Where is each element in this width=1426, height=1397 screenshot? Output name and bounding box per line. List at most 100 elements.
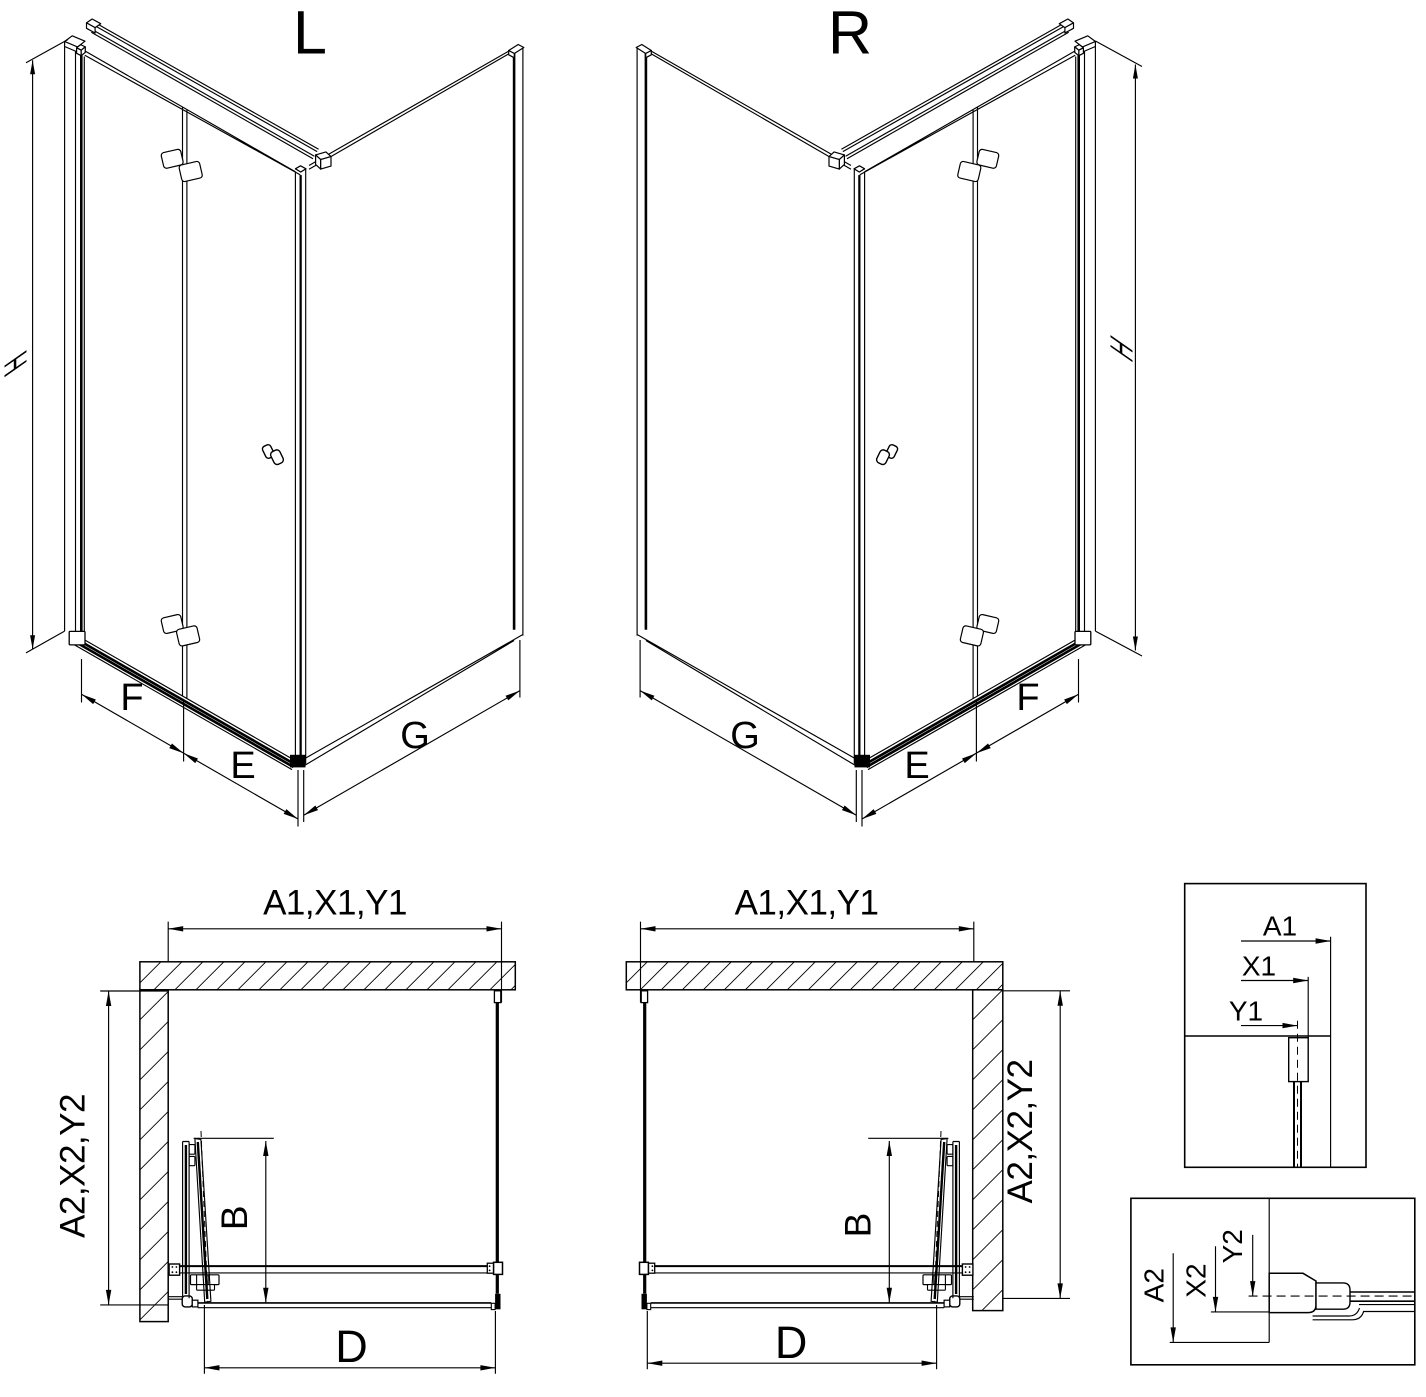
support-bar-linework [171,1266,174,1268]
dim-f-e-g-linework [505,690,520,701]
plan-dimensions-linework [640,926,656,932]
support-bar-linework [492,1261,504,1276]
dim-f-e-g-linework [283,809,298,819]
dim-f-e-g-linework [303,805,319,816]
side-panel-glass [490,990,502,1311]
plan-left-depth-label: A2,X2,Y2 [54,1094,93,1238]
door-hinge-top [160,148,184,169]
dim-f-e-g-linework [80,640,521,827]
plan-right-depth-label: A2,X2,Y2 [1001,1060,1040,1204]
folding-door [84,50,301,699]
detail-view-wall-profile-linework [1315,938,1331,944]
plan-dimensions-linework [886,1287,892,1303]
iso-left-dim-e: E [230,745,255,787]
plan-dimensions [639,921,1070,1370]
side-panel-glass-linework [490,1302,496,1311]
dim-h [25,38,69,654]
dim-f-e-g [80,640,521,827]
folded-door [182,1130,212,1303]
detail-view-bottom-profile-linework [1169,1198,1415,1343]
door-hinge-blocks-linework [188,1155,196,1167]
side-panel-glass-linework [493,990,502,1004]
wall-linework [625,961,1004,991]
plan-dimensions-linework [921,1360,937,1366]
detail-bottom-dim-y2: Y2 [1217,1229,1248,1263]
support-bar-linework [91,22,319,160]
support-bar-linework [175,1271,178,1274]
folding-door-linework [84,50,301,699]
wall-linework [139,961,517,991]
detail-view-bottom-profile-linework [1268,1272,1317,1314]
wall-linework [139,989,169,1323]
detail-view-wall-profile-linework [1183,882,1367,1169]
support-bar-linework [488,1269,491,1272]
plan-dimensions-linework [886,1141,892,1156]
plan-dimensions-linework [1057,990,1063,1006]
support-bar-linework [171,1271,174,1274]
iso-left-dim-f: F [120,677,143,719]
plan-dimensions-linework [168,926,184,932]
plan-dimensions-linework [647,1360,663,1366]
bottom-rail-linework [68,630,86,646]
dim-f-e-g-linework [183,753,198,764]
door-hinge-bottom [160,613,184,635]
detail-top-dim-y1: Y1 [1229,996,1263,1027]
wall [971,989,1004,1312]
bottom-rail-linework [70,631,296,771]
dim-h-linework [30,635,36,650]
dim-h [1095,40,1143,657]
detail-view-wall-profile-linework [1293,1081,1302,1168]
plan-geometry [168,990,504,1311]
detail-view-wall-profile-linework [1241,936,1332,1168]
door-guide-bracket-linework [196,1274,209,1285]
iso-right-dim-g: G [730,715,760,757]
floor-bracket [181,1295,199,1308]
floor-bracket-linework [181,1295,193,1308]
detail-bottom-dim-a2: A2 [1138,1268,1169,1302]
wall-profile-linework [64,42,85,640]
detail-view-bottom-profile-linework [1312,1311,1365,1321]
plan-dimensions-linework [480,1365,496,1371]
detail-view-wall-profile-linework [1287,1036,1309,1083]
dim-h-linework [1132,64,1138,79]
corner-post [294,165,307,764]
dim-h-linework [1132,636,1138,651]
door-guide-bracket [189,1274,220,1291]
detail-view-bottom-profile-linework [1249,1281,1256,1297]
detail-bottom-dim-x2: X2 [1181,1263,1212,1297]
door-hinge-bottom [175,625,201,647]
plan-left-width-label: A1,X1,Y1 [263,883,407,922]
wall-linework [139,961,516,990]
iso-left-variant-label: L [293,0,327,67]
folded-door-linework [200,1130,209,1303]
threshold-rail [168,1296,492,1309]
door-hinge-bottom-linework [175,625,201,647]
support-bar-linework [488,1265,491,1268]
wall-linework [626,961,1003,990]
wall-profile [63,35,86,640]
plan-right-width-label: A1,X1,Y1 [735,883,879,922]
dim-f-e-g-linework [169,743,184,754]
plan-dimensions-linework [204,1365,220,1371]
door-hinge-top [178,160,203,183]
floor-bracket-linework [191,1299,199,1308]
detail-view-wall-profile-linework [1282,1022,1298,1029]
folded-door-linework [182,1137,212,1303]
bottom-rail-linework [70,634,295,769]
wall [625,961,1004,991]
plan-dimensions-linework [105,991,112,1006]
wall-linework [971,989,1004,1312]
support-bar [85,18,332,170]
detail-view-bottom-profile-linework [1170,1327,1176,1343]
plan-left-opening-label: D [335,1321,368,1372]
side-panel-linework [508,49,515,59]
side-panel-glass-linework [495,1293,501,1310]
door-hinge-top-linework [178,160,203,183]
detail-view-bottom-profile-linework [1350,1291,1415,1302]
support-bar-linework [175,1266,178,1268]
door-hinge-blocks [188,1144,196,1167]
plan-dimensions-linework [105,1289,112,1305]
